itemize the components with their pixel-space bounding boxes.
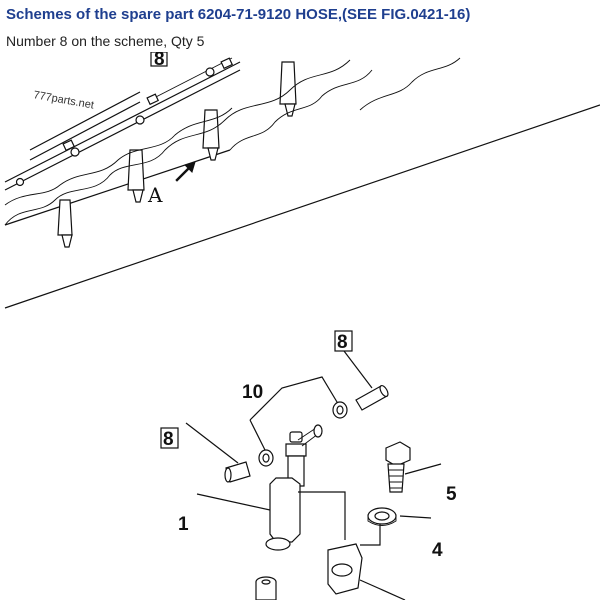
bolt-part-5 (385, 441, 411, 493)
seal-part-bottom (255, 576, 277, 600)
nozzle-holder-part (327, 543, 406, 600)
part-subtitle: Number 8 on the scheme, Qty 5 (6, 33, 205, 49)
parts-scheme-diagram: 8 777parts.net A 8 10 8 (4, 52, 600, 600)
view-label-a: A (147, 183, 163, 207)
watermark-text: 777parts.net (32, 89, 94, 111)
clip-part-10-lower (258, 449, 274, 467)
callout-8-left: 8 (163, 429, 174, 450)
engine-overview-view: 8 777parts.net A (4, 52, 600, 309)
exploded-parts-view: 8 10 8 1 (160, 330, 457, 600)
view-direction-arrow-icon (175, 161, 196, 182)
callout-8-top: 8 (154, 52, 165, 70)
clip-part-10-upper (332, 401, 348, 419)
page-title: Schemes of the spare part 6204-71-9120 H… (6, 6, 471, 23)
callout-4: 4 (432, 540, 443, 561)
callout-5: 5 (446, 484, 457, 505)
callout-1: 1 (178, 514, 189, 535)
washer-part-4 (367, 507, 397, 526)
callout-8-right: 8 (337, 332, 348, 353)
hose-part-8-right (355, 384, 389, 411)
callout-10: 10 (242, 382, 263, 403)
hose-part-8-left (224, 461, 251, 483)
injector-part-1 (265, 424, 323, 551)
